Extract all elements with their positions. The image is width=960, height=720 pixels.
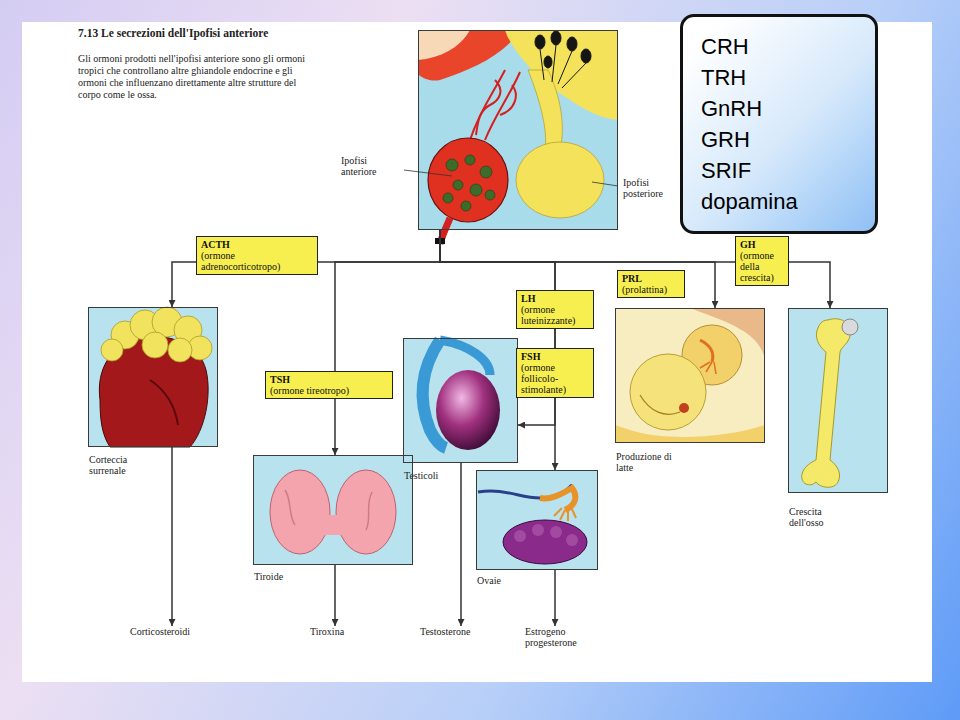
- hormone-pathway-arrow: [335, 230, 440, 455]
- releasing-hormone: SRIF: [701, 155, 857, 186]
- node-label: Corticosteroidi: [130, 626, 210, 637]
- testis-illustration: [403, 338, 518, 463]
- pituitary-illustration: [404, 30, 618, 244]
- organ-caption: Ovaie: [477, 575, 517, 586]
- product-label: Estrogeno progesterone: [525, 626, 605, 648]
- releasing-hormone-box: CRHTRHGnRHGRHSRIFdopamina: [680, 14, 878, 234]
- releasing-hormone: dopamina: [701, 186, 857, 217]
- hormone-name: LH: [521, 293, 589, 304]
- hormone-pathway-arrow: [334, 565, 336, 626]
- lactation-illustration: [615, 308, 765, 443]
- releasing-hormone: GRH: [701, 124, 857, 155]
- thyroid-illustration: [253, 455, 413, 565]
- target-organ-panel: Ovaie: [476, 470, 598, 570]
- hormone-pathway-arrow: [440, 230, 830, 308]
- product-label: Testosterone: [420, 626, 490, 637]
- hormone-box: ACTH(ormone adrenocorticotropo): [196, 236, 318, 275]
- product-label: Corticosteroidi: [130, 626, 210, 637]
- ovary-illustration: [476, 470, 598, 570]
- hormone-name: GH: [740, 239, 784, 250]
- target-organ-panel: Tiroide: [253, 455, 413, 565]
- hormone-description: (ormone luteinizzante): [521, 304, 589, 326]
- part-label: Ipofisi anteriore: [341, 155, 401, 177]
- hormone-pathway-arrow: [460, 463, 462, 626]
- hormone-description: (ormone adrenocorticotropo): [201, 250, 313, 272]
- figure-title: 7.13 Le secrezioni dell'Ipofisi anterior…: [78, 27, 278, 39]
- hormone-name: TSH: [270, 374, 388, 385]
- target-organ-panel: Crescita dell'osso: [788, 308, 888, 493]
- organ-caption: Tiroide: [254, 571, 304, 582]
- target-organ-panel: Produzione di latte: [615, 308, 765, 443]
- hormone-pathway-arrow: [172, 230, 440, 307]
- organ-caption: Crescita dell'osso: [789, 506, 844, 528]
- node-label: Estrogeno progesterone: [525, 626, 605, 648]
- hormone-name: PRL: [622, 273, 680, 284]
- hormone-box: GH(ormone della crescita): [735, 236, 789, 286]
- hormone-name: ACTH: [201, 239, 313, 250]
- hormone-pathway-arrow: [554, 570, 556, 626]
- hormone-box: PRL(prolattina): [617, 270, 685, 298]
- hormone-description: (ormone della crescita): [740, 250, 784, 283]
- part-label: Ipofisi posteriore: [623, 177, 683, 199]
- hormone-description: (ormone follicolo-stimolante): [521, 362, 589, 395]
- hormone-pathway-arrow: [171, 447, 173, 626]
- target-organ-panel: Corteccia surrenale: [88, 307, 218, 447]
- node-label: Testosterone: [420, 626, 490, 637]
- hormone-description: (ormone tireotropo): [270, 385, 388, 396]
- organ-caption: Testicoli: [404, 470, 454, 481]
- hormone-box: LH(ormone luteinizzante): [516, 290, 594, 329]
- releasing-hormone: CRH: [701, 31, 857, 62]
- hormone-description: (prolattina): [622, 284, 680, 295]
- hormone-name: FSH: [521, 351, 589, 362]
- product-label: Tiroxina: [310, 626, 360, 637]
- hormone-box: TSH(ormone tireotropo): [265, 371, 393, 399]
- figure-caption: Gli ormoni prodotti nell'ipofisi anterio…: [78, 53, 310, 101]
- hormone-box: FSH(ormone follicolo-stimolante): [516, 348, 594, 398]
- pituitary-panel: Ipofisi anterioreIpofisi posteriore: [418, 30, 618, 230]
- target-organ-panel: Testicoli: [403, 338, 518, 463]
- bone-illustration: [788, 308, 888, 493]
- organ-caption: Produzione di latte: [616, 451, 678, 473]
- adrenal-illustration: [88, 307, 218, 447]
- organ-caption: Corteccia surrenale: [89, 454, 151, 476]
- node-label: Tiroxina: [310, 626, 360, 637]
- releasing-hormone: GnRH: [701, 93, 857, 124]
- releasing-hormone: TRH: [701, 62, 857, 93]
